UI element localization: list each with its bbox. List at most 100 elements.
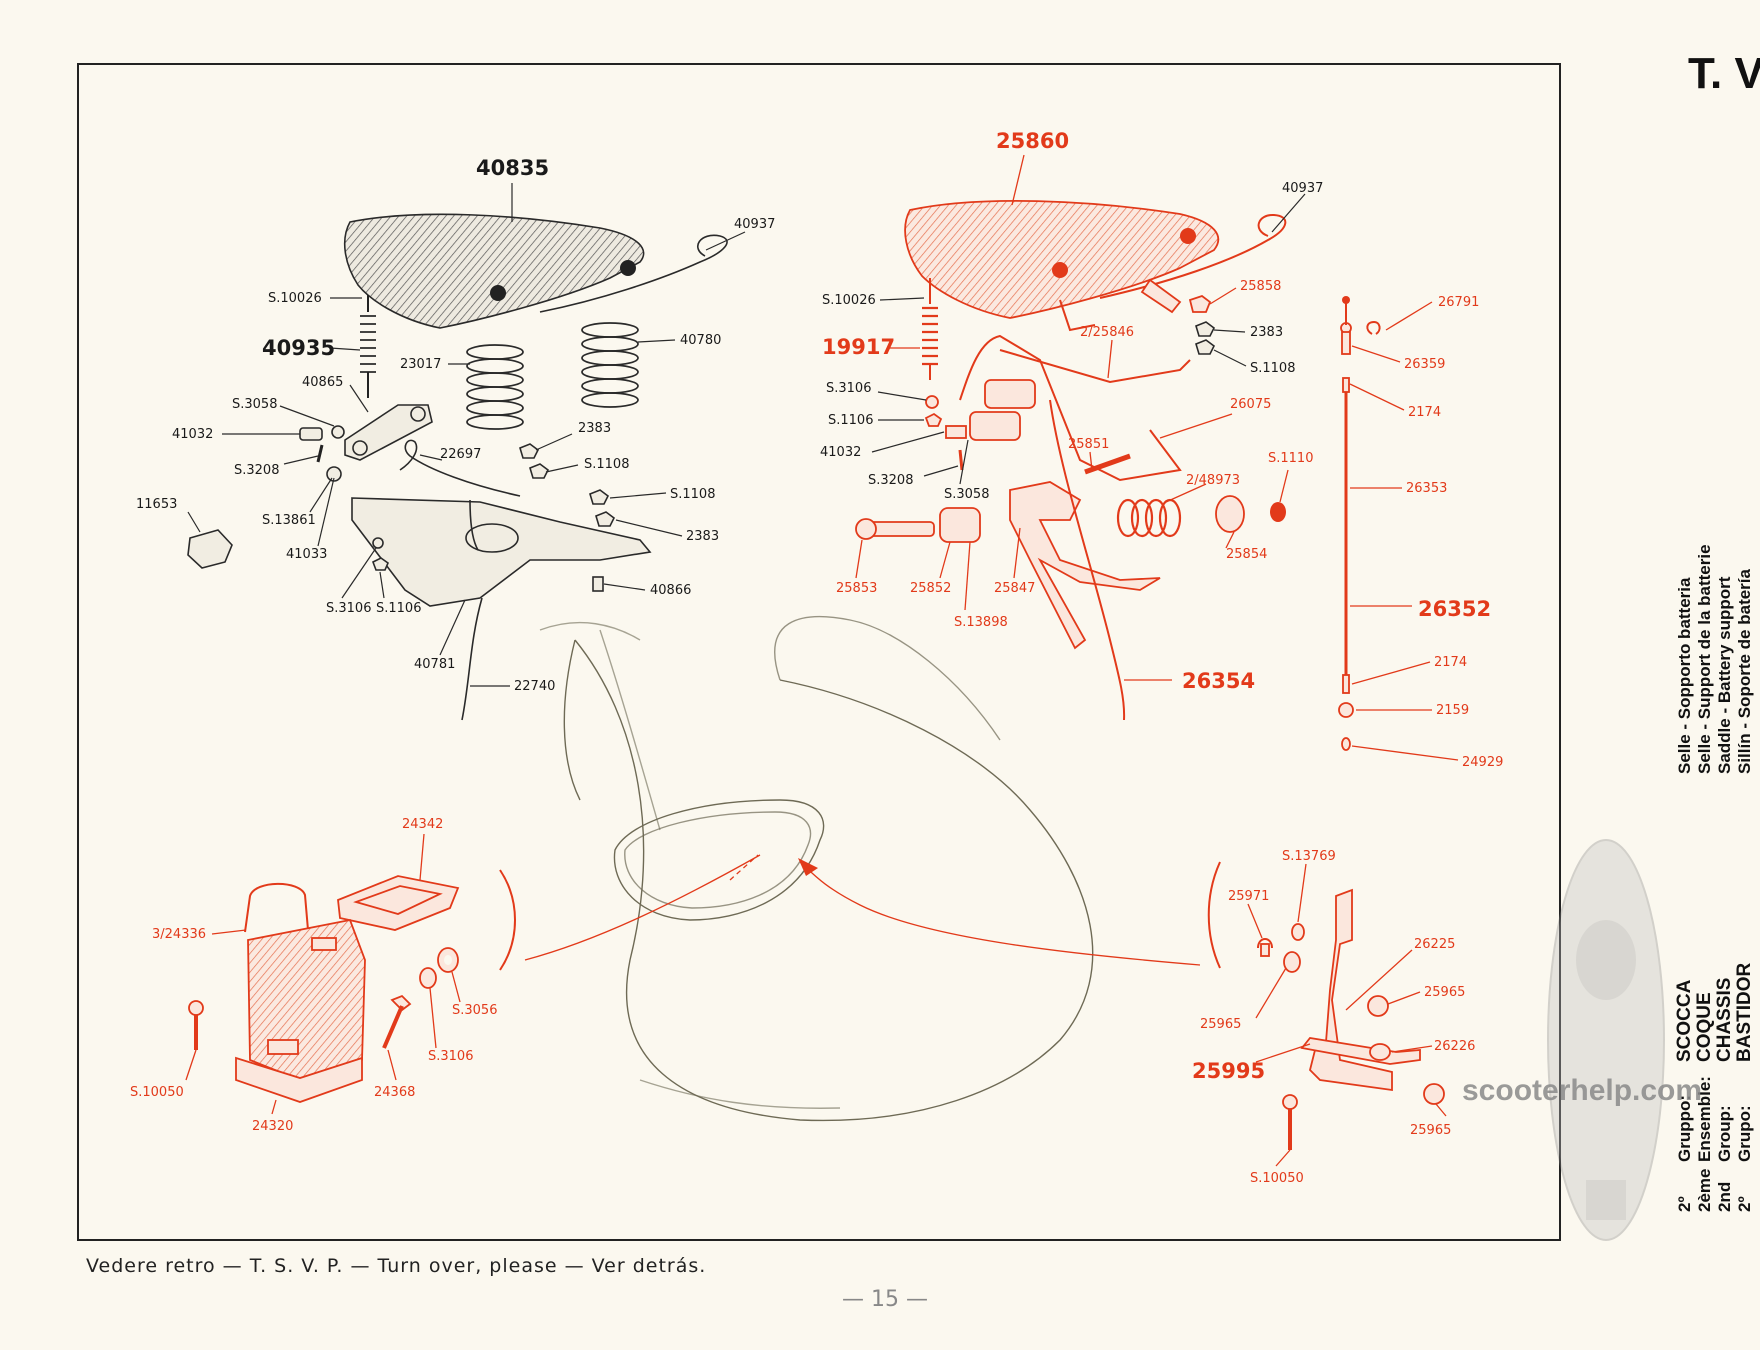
side-title-line-4: Sillín - Soporte de batería: [1735, 568, 1754, 774]
label-s3106-a: S.3106: [326, 601, 371, 616]
label-25858: 25858: [1240, 279, 1281, 294]
clip-26791: [1366, 320, 1381, 335]
spring-22697: [399, 439, 521, 497]
label-40935: 40935: [262, 336, 335, 360]
label-s3106-b: S.3106: [826, 381, 871, 396]
hook-11653: [187, 529, 233, 569]
label-2383-b: 2383: [686, 529, 719, 544]
side-group-name-3: CHASSIS: [1714, 978, 1735, 1062]
saddle-right: [904, 199, 1220, 319]
label-24368: 24368: [374, 1085, 415, 1100]
label-26354: 26354: [1182, 669, 1255, 693]
coil-spring-23017: [466, 344, 524, 430]
label-s13898: S.13898: [954, 615, 1008, 630]
grommet-26226: [1369, 1043, 1391, 1061]
battery-support-group: [188, 875, 460, 1103]
label-s3058-a: S.3058: [232, 397, 277, 412]
label-2383-c: 2383: [1250, 325, 1283, 340]
cable-labels: 26791 26359 2174 26353 26352 2174 2159 2…: [1404, 295, 1503, 770]
bracket-leaders: [1247, 863, 1447, 1167]
washer-s3106-b: [925, 395, 939, 409]
label-41033: 41033: [286, 547, 327, 562]
screw-s10050-a: [188, 1000, 204, 1016]
saddle-left-bolt-2: [490, 285, 506, 301]
saddle-left: [343, 213, 645, 329]
side-ordinal-4: 2º: [1735, 1196, 1754, 1212]
side-group-word-4: Grupo:: [1735, 1105, 1754, 1162]
nut-s1108-a: [529, 463, 550, 479]
label-25851: 25851: [1068, 437, 1109, 452]
diagram-frame: [77, 63, 1561, 1241]
label-22740: 22740: [514, 679, 555, 694]
saddle-left-bolt: [620, 260, 636, 276]
nut-25858: [1188, 294, 1212, 313]
label-26791: 26791: [1438, 295, 1479, 310]
lever-25847: [1009, 481, 1161, 650]
handle-3-24336: [244, 882, 309, 933]
label-25853: 25853: [836, 581, 877, 596]
page-number: — 15 —: [842, 1287, 928, 1312]
saddle-frame-40781: [351, 497, 652, 607]
section-code: T. V: [1688, 49, 1760, 98]
scooter-silhouette: [1547, 839, 1665, 1241]
label-s3056: S.3056: [452, 1003, 497, 1018]
labels-left: 40835 40937 S.10026 40935 23017 40780 40…: [136, 156, 775, 694]
clamp-upper: [984, 379, 1036, 409]
label-40780: 40780: [680, 333, 721, 348]
label-25854: 25854: [1226, 547, 1267, 562]
ferrule-26359: [1341, 331, 1351, 355]
side-group-name-2: COQUE: [1694, 992, 1715, 1062]
side-title-line-2: Selle - Support de la batterie: [1695, 544, 1714, 774]
label-s10050-b: S.10050: [1250, 1171, 1304, 1186]
label-26075: 26075: [1230, 397, 1271, 412]
cap-s1110: [1270, 502, 1286, 522]
side-group-word-1: Gruppo:: [1675, 1095, 1694, 1162]
label-40781: 40781: [414, 657, 455, 672]
bracket-labels: S.13769 25971 26225 25965 25965 26226 25…: [1192, 849, 1475, 1186]
saddle-group-right: [855, 199, 1287, 721]
label-26353: 26353: [1406, 481, 1447, 496]
sleeve-2174-a: [1342, 377, 1350, 393]
label-s10050-a: S.10050: [130, 1085, 184, 1100]
nut-s1106-b: [924, 412, 943, 427]
label-s1106-a: S.1106: [376, 601, 421, 616]
saddle-group-left: [187, 213, 728, 721]
rod-2-25846: [999, 349, 1191, 384]
label-25965-c: 25965: [1410, 1123, 1451, 1138]
label-2-48973: 2/48973: [1186, 473, 1240, 488]
label-25847: 25847: [994, 581, 1035, 596]
clamp-lower: [969, 411, 1021, 441]
label-2174-a: 2174: [1408, 405, 1441, 420]
saddle-handle-right: [1099, 213, 1287, 299]
label-s3208-a: S.3208: [234, 463, 279, 478]
label-26226: 26226: [1434, 1039, 1475, 1054]
bolt-41032-left: [299, 427, 323, 441]
seat-spring-19917: [922, 278, 938, 380]
screw-24368: [382, 1005, 404, 1049]
label-11653: 11653: [136, 497, 177, 512]
nut-s1108-b: [589, 489, 610, 505]
washer-s3106-c: [419, 967, 437, 989]
nut-25965-b: [1367, 995, 1389, 1017]
battery-box-24320: [247, 918, 366, 1081]
label-s10026-a: S.10026: [268, 291, 322, 306]
nut-25965-a: [1283, 951, 1301, 973]
label-2-25846: 2/25846: [1080, 325, 1134, 340]
label-40937-a: 40937: [734, 217, 775, 232]
label-s3106-c: S.3106: [428, 1049, 473, 1064]
label-40835: 40835: [476, 156, 549, 180]
label-24929: 24929: [1462, 755, 1503, 770]
nut-2383-a: [519, 443, 540, 459]
label-41032-a: 41032: [172, 427, 213, 442]
label-s13861: S.13861: [262, 513, 316, 528]
nut-2383-c: [1195, 321, 1216, 337]
label-25965-b: 25965: [1424, 985, 1465, 1000]
saddle-handle-left: [539, 234, 728, 313]
scooter-body-outline: [539, 615, 1094, 1122]
side-ordinal-1: 2º: [1675, 1196, 1694, 1212]
labels-right: 25860 40937 S.10026 19917 25858 2/25846 …: [820, 129, 1323, 693]
watermark: scooterhelp.com: [1462, 1074, 1702, 1107]
label-24320: 24320: [252, 1119, 293, 1134]
label-26225: 26225: [1414, 937, 1455, 952]
